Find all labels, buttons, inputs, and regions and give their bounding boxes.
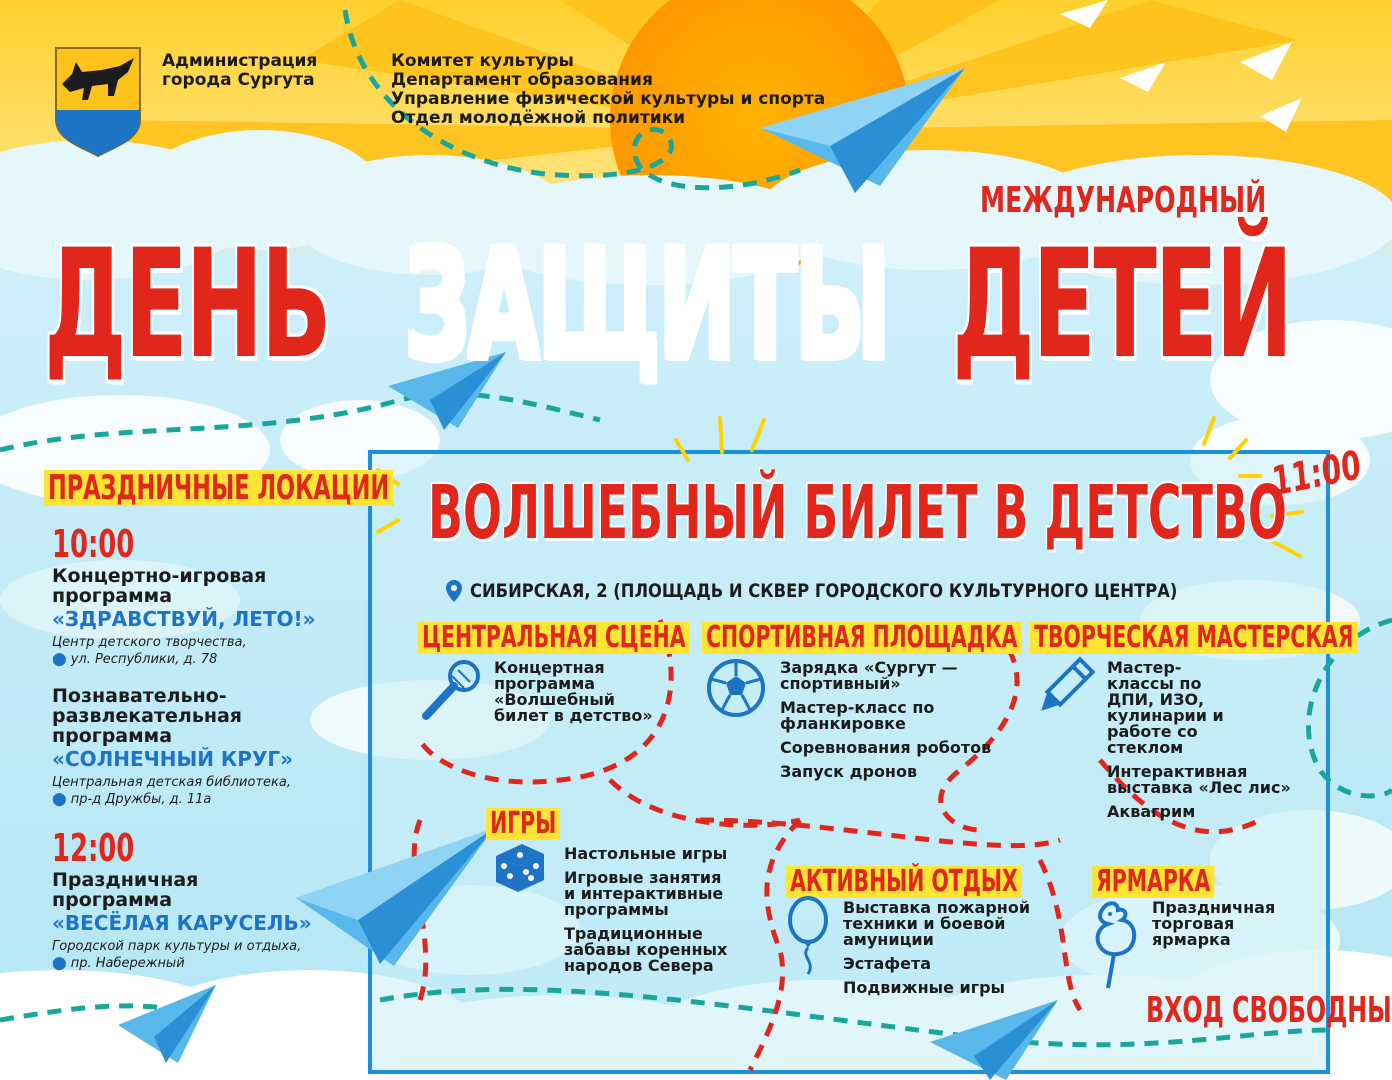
venue-info: Центр детского творчества, ⬤ ул. Республ… (52, 634, 247, 668)
venue-address: ⬤ пр. Набережный (52, 955, 301, 972)
administration-line: города Сургута (162, 70, 315, 90)
venue-name: Городской парк культуры и отдыха, (52, 939, 302, 954)
venue-address-text: пр. Набережный (70, 956, 185, 971)
venue-address: ⬤ пр-д Дружбы, д. 11а (52, 791, 291, 808)
zone-items-sport: Зарядка «Сургут — спортивный» Мастер-кла… (780, 660, 1020, 788)
title-word-children: ДЕТЕЙ (951, 218, 1294, 392)
location-pin-icon: ⬤ (52, 956, 67, 971)
zone-item: Запуск дронов (780, 762, 918, 781)
paper-plane-icon (1260, 98, 1302, 132)
paper-plane-icon (930, 1000, 1058, 1080)
program-type: Познавательно-развлекательная программа (52, 685, 242, 747)
paper-plane-icon (1060, 0, 1108, 28)
zone-label-games: ИГРЫ (486, 808, 561, 840)
zone-item: Выставка пожарной техники и боевой амуни… (843, 898, 1031, 949)
program-name: «ЗДРАВСТВУЙ, ЛЕТО!» (52, 607, 316, 631)
title-word-protection: ЗАЩИТЫ (403, 218, 891, 392)
venue-name: Центр детского творчества, (52, 635, 247, 650)
rooster-lollipop-icon (1095, 901, 1137, 989)
location-pin-icon: ⬤ (52, 652, 67, 667)
organizer-item: Комитет культуры (391, 51, 574, 71)
balloon-icon (788, 896, 828, 975)
program-type: Концертно-игровая программа (52, 565, 267, 607)
zone-item: Праздничная торговая ярмарка (1152, 898, 1276, 949)
zone-item: Настольные игры (564, 844, 728, 863)
title-subtitle: МЕЖДУНАРОДНЫЙ (980, 180, 1267, 221)
city-coat-of-arms-logo (55, 47, 141, 158)
paper-plane-icon (296, 828, 494, 966)
zone-item: Концертная программа «Волшебный билет в … (494, 658, 653, 725)
microphone-icon (422, 660, 480, 720)
zone-item: Мастер-классы по ДПИ, ИЗО, кулинарии и р… (1107, 658, 1224, 757)
free-entry-notice: ВХОД СВОБОДНЫЙ (1146, 990, 1392, 1031)
program-name: «ВЕСЁЛАЯ КАРУСЕЛЬ» (52, 911, 312, 935)
zone-label-fair: ЯРМАРКА (1092, 866, 1215, 898)
zone-item: Зарядка «Сургут — спортивный» (780, 658, 958, 693)
zone-item: Аквагрим (1107, 802, 1196, 821)
zone-items-games: Настольные игры Игровые занятия и интера… (564, 846, 734, 982)
main-event-title: ВОЛШЕБНЫЙ БИЛЕТ В ДЕТСТВО (428, 470, 1287, 556)
venue-address-text: ул. Республики, д. 78 (70, 652, 218, 667)
venue-address-text: пр-д Дружбы, д. 11а (70, 792, 212, 807)
zone-label-sport: СПОРТИВНАЯ ПЛОЩАДКА (702, 622, 1022, 654)
zone-items-active: Выставка пожарной техники и боевой амуни… (843, 900, 1043, 1004)
organizer-item: Отдел молодёжной политики (391, 108, 686, 128)
zone-items-workshop: Мастер-классы по ДПИ, ИЗО, кулинарии и р… (1107, 660, 1297, 828)
venue-info: Городской парк культуры и отдыха, ⬤ пр. … (52, 938, 301, 972)
zone-items-fair: Праздничная торговая ярмарка (1152, 900, 1282, 956)
program-type: Праздничная программа (52, 869, 199, 911)
zone-item: Эстафета (843, 954, 932, 973)
zone-item: Подвижные игры (843, 978, 1005, 997)
zone-item: Соревнования роботов (780, 738, 992, 757)
venue-info: Центральная детская библиотека, ⬤ пр-д Д… (52, 774, 291, 808)
zone-label-stage: ЦЕНТРАЛЬНАЯ СЦЕНА (418, 622, 690, 654)
administration-name: Администрация города Сургута (162, 52, 317, 90)
organizer-item: Управление физической культуры и спорта (391, 89, 826, 109)
zone-label-active: АКТИВНЫЙ ОТДЫХ (786, 866, 1022, 898)
main-event-address: СИБИРСКАЯ, 2 (ПЛОЩАДЬ И СКВЕР ГОРОДСКОГО… (470, 580, 1178, 602)
organizer-item: Департамент образования (391, 70, 653, 90)
zone-label-workshop: ТВОРЧЕСКАЯ МАСТЕРСКАЯ (1030, 622, 1358, 654)
venue-name: Центральная детская библиотека, (52, 775, 291, 790)
zone-item: Мастер-класс по фланкировке (780, 698, 935, 733)
location-pin-icon: ⬤ (52, 792, 67, 807)
zone-item: Игровые занятия и интерактивные программ… (564, 868, 724, 919)
location-time: 10:00 (52, 522, 135, 566)
paper-plane-icon (388, 352, 506, 430)
venue-address: ⬤ ул. Республики, д. 78 (52, 651, 247, 668)
zone-item: Интерактивная выставка «Лес лис» (1107, 762, 1291, 797)
title-word-day: ДЕНЬ (43, 218, 333, 392)
administration-line: Администрация (162, 51, 318, 71)
dice-icon (496, 844, 544, 892)
paper-plane-icon (118, 985, 216, 1063)
program-name: «СОЛНЕЧНЫЙ КРУГ» (52, 747, 294, 771)
location-time: 12:00 (52, 826, 135, 870)
zone-items-stage: Концертная программа «Волшебный билет в … (494, 660, 654, 732)
pencil-icon (1041, 656, 1096, 711)
organizers-list: Комитет культуры Департамент образования… (391, 52, 825, 128)
paper-plane-icon (1120, 62, 1166, 92)
soccer-ball-icon (707, 659, 765, 717)
zone-item: Традиционные забавы коренных народов Сев… (564, 924, 728, 975)
paper-plane-icon (760, 68, 965, 193)
location-pin-icon (446, 580, 462, 602)
paper-plane-icon (1240, 42, 1292, 80)
locations-heading: ПРАЗДНИЧНЫЕ ЛОКАЦИИ (44, 470, 394, 506)
